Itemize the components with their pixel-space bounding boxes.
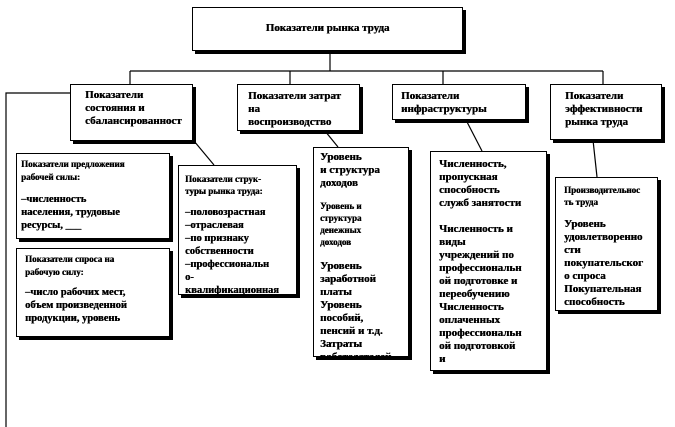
- category-costs-box: Показатели затрат на воспроизводство: [237, 84, 360, 131]
- supply-box: Показатели предложения рабочей силы: –чи…: [16, 153, 170, 239]
- demand-heading: Показатели спроса на рабочую силу:: [25, 254, 115, 277]
- left-trunk-line: [5, 92, 70, 427]
- efficiency-heading: Производительнос ть труда: [564, 185, 640, 207]
- category-infra-label: Показатели инфраструктуры: [401, 90, 487, 115]
- connector-infra: [465, 119, 483, 152]
- category-infra-box: Показатели инфраструктуры: [392, 84, 526, 120]
- connector-efficiency: [592, 139, 598, 178]
- costs-detail-box: Уровень и структура доходов Уровень и ст…: [313, 147, 409, 357]
- supply-body: –численность населения, трудовые ресурсы…: [21, 194, 120, 231]
- root-box: Показатели рынка труда: [192, 7, 463, 51]
- costs-item-cash-incomes: Уровень и структура денежных доходов: [320, 201, 362, 247]
- supply-heading: Показатели предложения рабочей силы:: [21, 159, 125, 182]
- category-state-box: Показатели состояния и сбалансированност: [70, 84, 193, 141]
- category-efficiency-label: Показатели эффективности рынка труда: [565, 90, 643, 128]
- connector-costs: [324, 130, 339, 148]
- costs-item-wages: Уровень заработной платы: [320, 260, 376, 298]
- infra-detail-text: Численность, пропускная способность служ…: [439, 158, 522, 365]
- structure-heading: Показатели струк- туры рынка труда:: [185, 174, 263, 196]
- efficiency-detail-box: Производительнос ть труда Уровень удовле…: [555, 177, 658, 311]
- root-title: Показатели рынка труда: [265, 22, 390, 34]
- structure-box: Показатели струк- туры рынка труда: –пол…: [178, 165, 297, 295]
- demand-body: –число рабочих мест, объем произведенной…: [25, 287, 127, 324]
- costs-item-benefits: Уровень пособий, пенсий и т.д.: [320, 299, 383, 337]
- demand-box: Показатели спроса на рабочую силу: –числ…: [16, 248, 170, 337]
- efficiency-body: Уровень удовлетворенно сти покупательско…: [564, 218, 643, 308]
- category-state-label: Показатели состояния и сбалансированност: [85, 89, 182, 127]
- infra-detail-box: Численность, пропускная способность служ…: [430, 151, 547, 371]
- costs-item-employer-costs: Затраты работодателей: [320, 338, 392, 357]
- category-costs-label: Показатели затрат на воспроизводство: [248, 90, 341, 128]
- category-efficiency-box: Показатели эффективности рынка труда: [550, 84, 662, 140]
- costs-item-incomes: Уровень и структура доходов: [320, 151, 380, 189]
- structure-body: –половозрастная –отраслевая –по признаку…: [185, 207, 279, 295]
- connector-structure: [193, 140, 215, 166]
